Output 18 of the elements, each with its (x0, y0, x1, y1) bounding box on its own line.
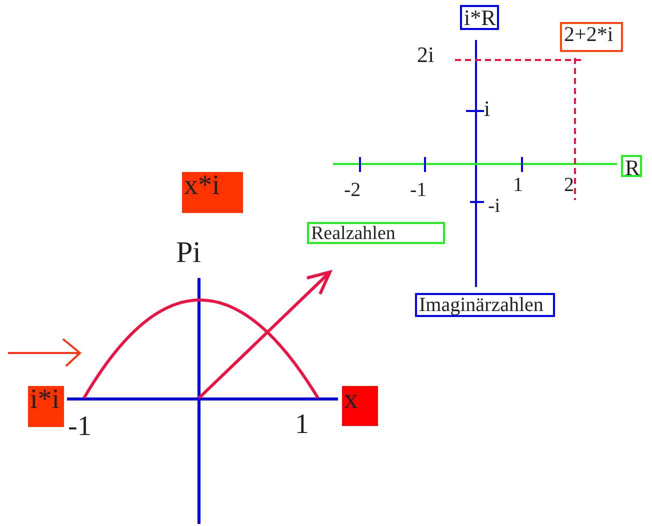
tick-label: -2 (344, 180, 361, 200)
highlighted-label: x*i (182, 172, 243, 213)
tick-label: 2 (564, 175, 574, 195)
tick-label: -1 (410, 180, 427, 200)
tick-label: 1 (513, 175, 523, 195)
highlighted-label: x (342, 386, 378, 426)
tick-label: -1 (68, 413, 92, 441)
tick-label: 1 (295, 411, 309, 439)
point-label: 2+2*i (560, 22, 623, 52)
axis-label: Pi (176, 238, 202, 268)
highlighted-label: i*i (28, 386, 64, 427)
axis-label: R (621, 155, 642, 177)
tick-label: -i (488, 196, 500, 216)
axis-label: i*R (460, 5, 499, 30)
tick-label: 2i (417, 44, 434, 66)
axis-caption: Imaginärzahlen (415, 293, 555, 317)
tick-label: i (484, 98, 490, 120)
axis-caption: Realzahlen (307, 222, 445, 244)
